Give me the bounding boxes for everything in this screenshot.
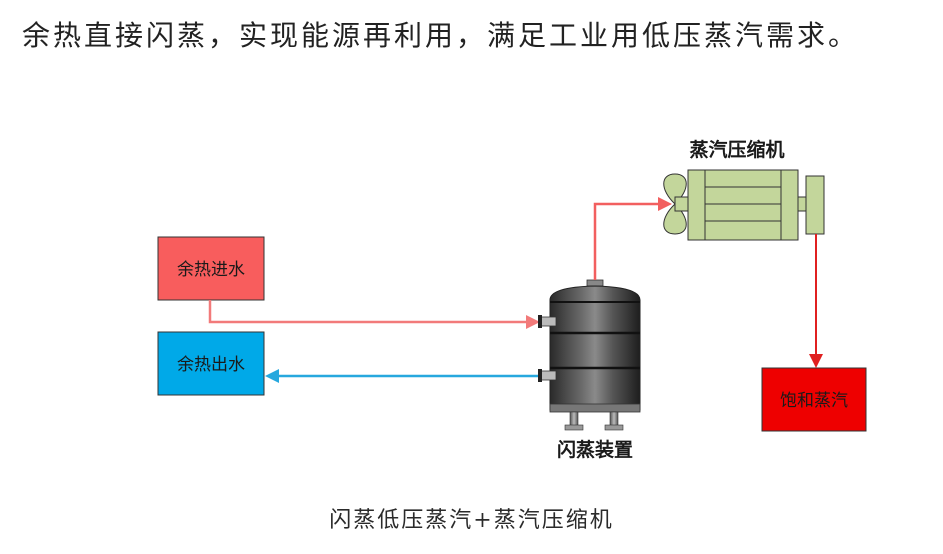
inlet-flow-arrow	[208, 300, 540, 329]
output-flow-arrow	[809, 234, 823, 368]
diagram-caption: 闪蒸低压蒸汽+蒸汽压缩机	[329, 508, 614, 533]
flash-tank: 闪蒸装置	[538, 279, 641, 461]
steam-compressor: 蒸汽压缩机	[663, 138, 825, 241]
headline: 余热直接闪蒸，实现能源再利用，满足工业用低压蒸汽需求。	[22, 19, 860, 52]
hot-water-inlet-node: 余热进水	[157, 236, 265, 301]
hot-water-outlet-node: 余热出水	[157, 331, 265, 396]
steam-flow-arrow	[593, 197, 672, 280]
outlet-flow-arrow	[265, 369, 540, 383]
hot-water-outlet-label: 余热出水	[177, 355, 245, 375]
saturated-steam-label: 饱和蒸汽	[780, 391, 848, 411]
compressor-label: 蒸汽压缩机	[689, 138, 784, 161]
hot-water-inlet-label: 余热进水	[177, 260, 245, 280]
saturated-steam-node: 饱和蒸汽	[761, 367, 867, 432]
flash-device-label: 闪蒸装置	[557, 438, 633, 461]
